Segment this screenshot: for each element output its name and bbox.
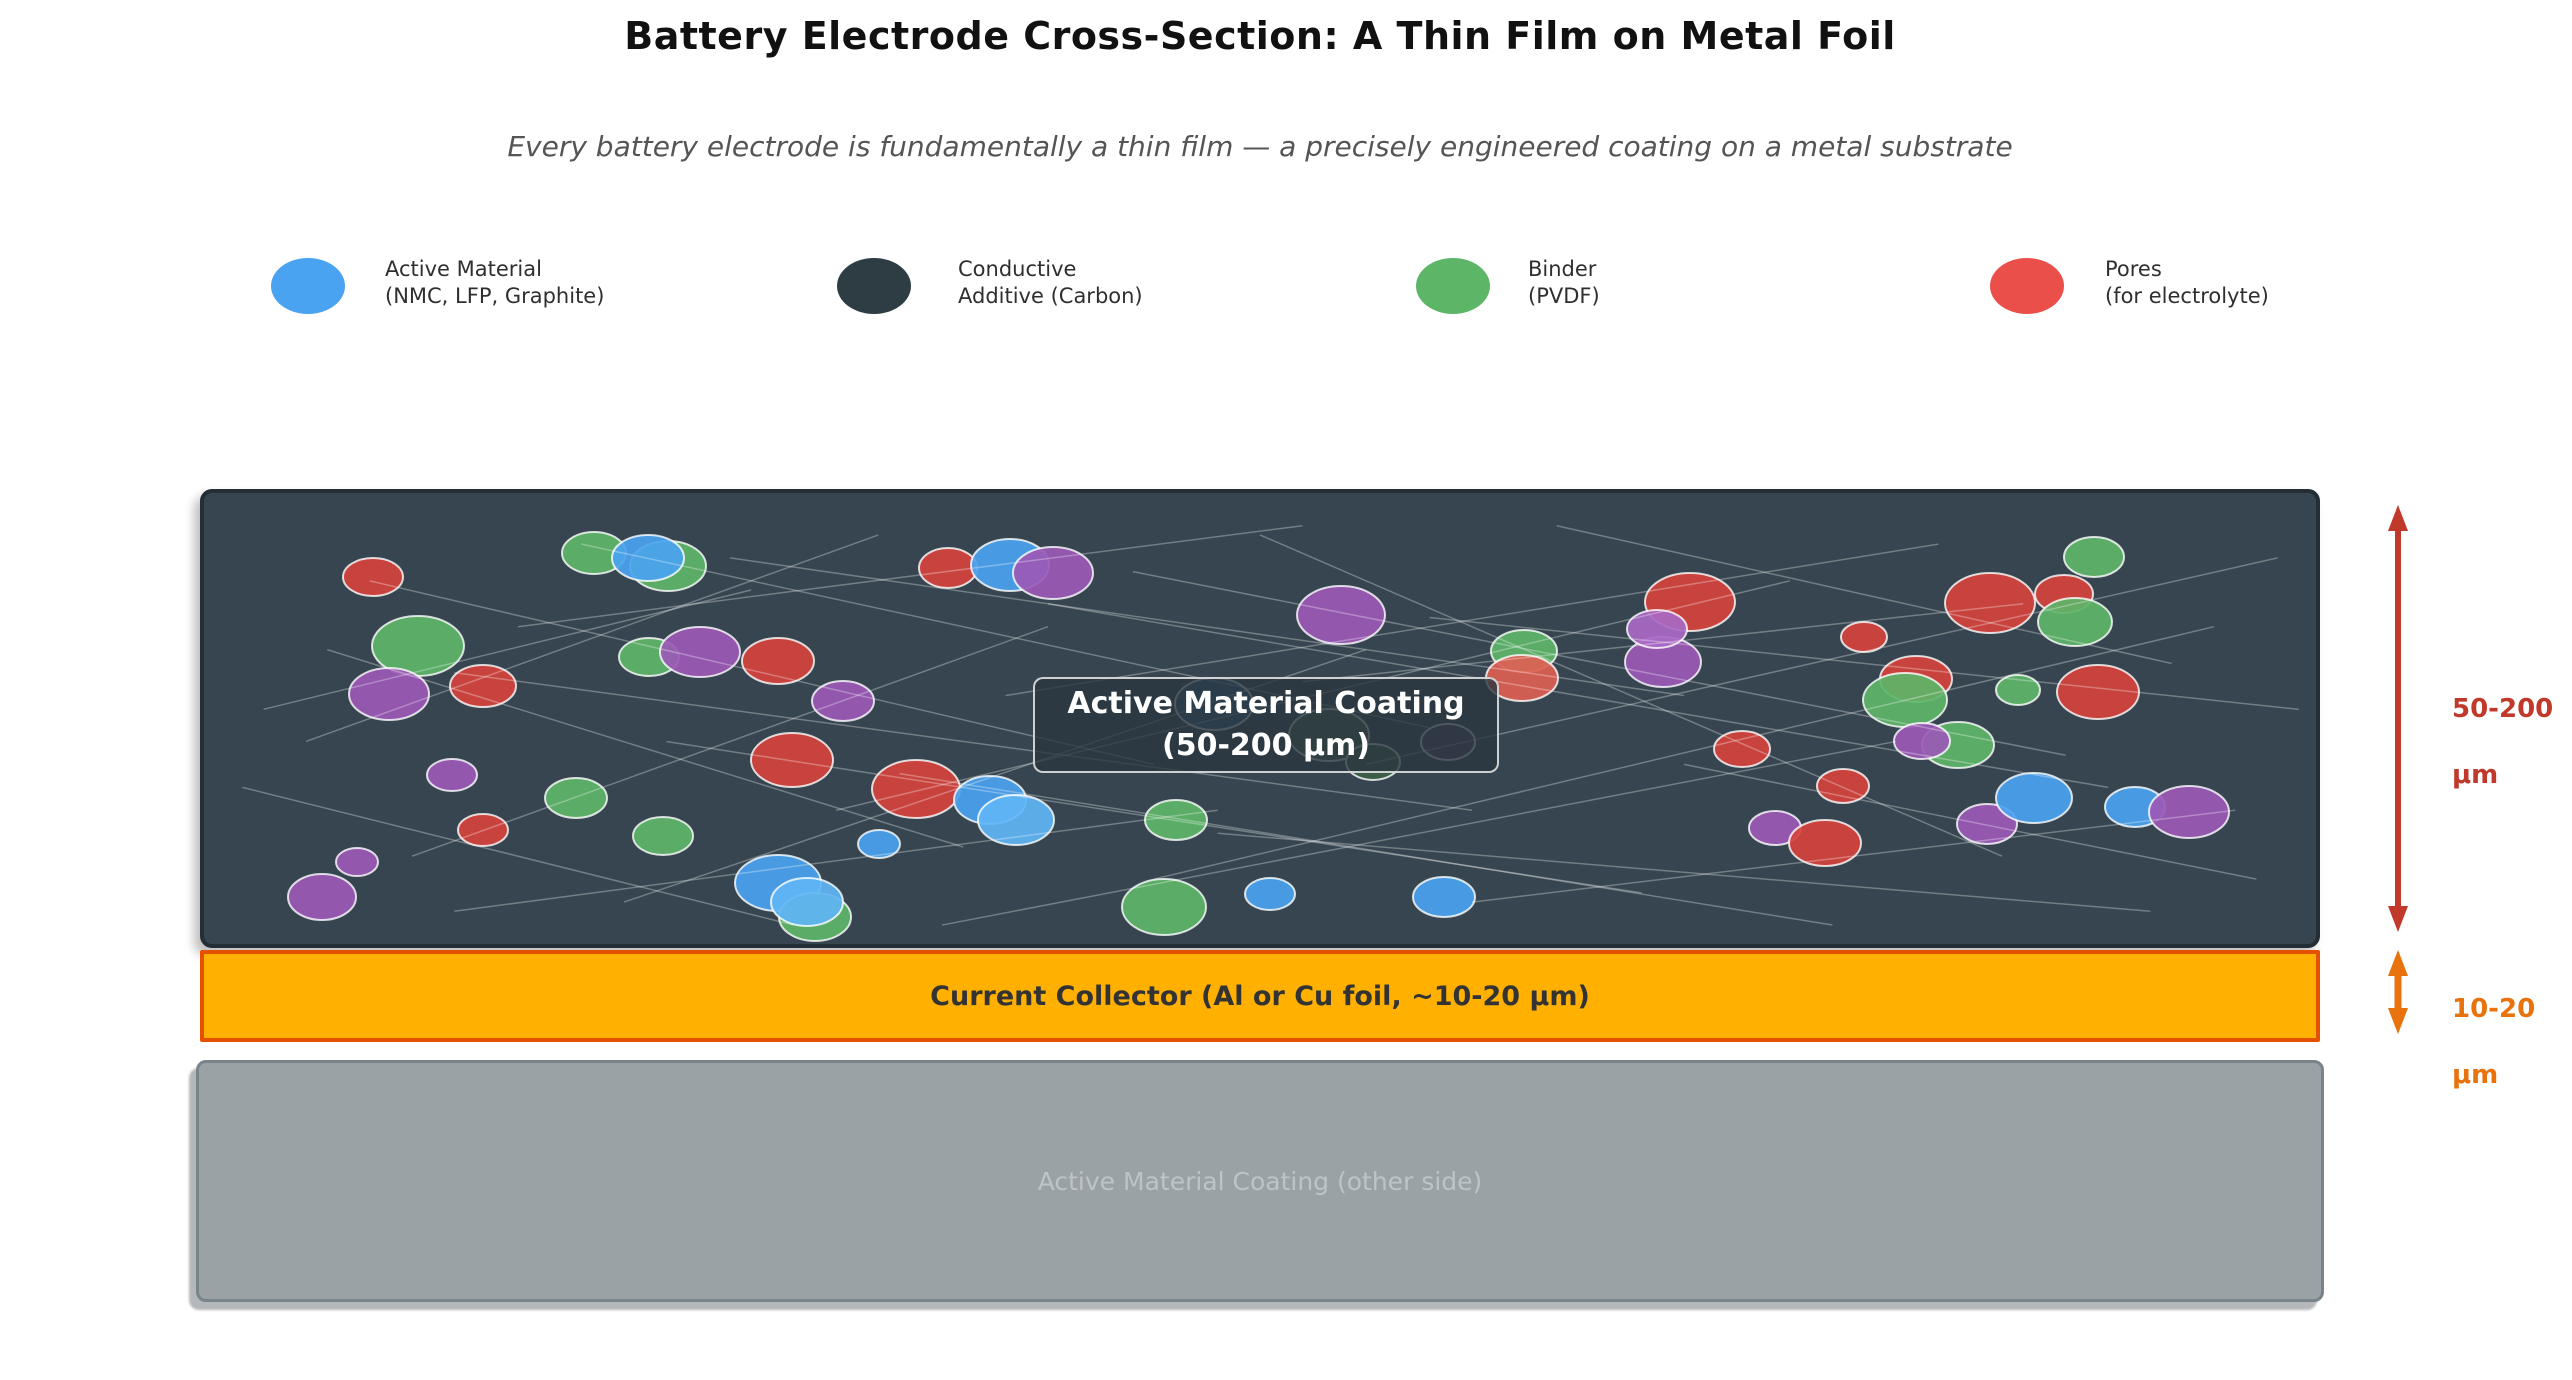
coating-label-box: Active Material Coating (50-200 μm) xyxy=(1033,677,1499,773)
particle-red xyxy=(1840,621,1888,653)
conductive-network-line xyxy=(1259,534,2003,857)
conductive-network-line xyxy=(899,772,1833,926)
conductive-network-line xyxy=(454,809,1218,913)
particle-green xyxy=(544,777,608,819)
thickness-unit: μm xyxy=(2452,760,2499,790)
dimension-arrowhead xyxy=(2388,906,2408,932)
conductive-network-line xyxy=(1302,603,2024,683)
particle-purple xyxy=(1012,546,1094,600)
conductive-network-line xyxy=(1365,557,2278,766)
particle-purple xyxy=(1956,803,2018,845)
conductive-network-line xyxy=(454,671,1473,812)
conductive-network-line xyxy=(1556,524,2172,665)
particle-blue xyxy=(857,829,901,859)
particle-red xyxy=(342,557,404,597)
legend-label: Conductive xyxy=(958,257,1077,281)
current-collector-label: Current Collector (Al or Cu foil, ~10-20… xyxy=(930,980,1590,1012)
conductive-network-line xyxy=(411,625,1049,857)
conductive-network-line xyxy=(666,740,1642,894)
particle-red xyxy=(871,759,961,819)
particle-blue2 xyxy=(977,794,1055,846)
particle-green xyxy=(1121,878,1207,936)
conductive-network-line xyxy=(242,786,794,926)
conductive-network-line xyxy=(1683,763,2257,880)
particle-purple xyxy=(1296,585,1386,645)
coating-thickness-label: 50-200 μm xyxy=(2452,660,2553,825)
particle-purple xyxy=(426,758,478,792)
particle-red xyxy=(1816,768,1870,804)
particle-purple xyxy=(811,680,875,722)
particle-purple xyxy=(659,626,741,678)
legend-label: Additive (Carbon) xyxy=(958,284,1143,308)
particle-purple2 xyxy=(1626,609,1688,649)
particle-red xyxy=(2056,664,2140,720)
legend-label: Pores xyxy=(2105,257,2162,281)
particle-blue xyxy=(1995,772,2073,824)
particle-purple xyxy=(335,847,379,877)
particle-blue2 xyxy=(770,877,844,927)
particle-red xyxy=(1713,730,1771,768)
coating-label-line2: (50-200 μm) xyxy=(1161,728,1371,763)
conductive-network-line xyxy=(369,580,1155,766)
particle-red xyxy=(1944,572,2036,634)
conductive-network-line xyxy=(1217,832,2151,913)
pores-swatch-icon xyxy=(1990,258,2064,314)
particle-red xyxy=(457,813,509,847)
conductive-additive-swatch-icon xyxy=(837,258,911,314)
coating-label-line1: Active Material Coating xyxy=(1067,686,1465,721)
binder-swatch-icon xyxy=(1416,258,1490,314)
particle-purple xyxy=(348,667,430,721)
legend-label: Binder xyxy=(1528,257,1597,281)
conductive-network-line xyxy=(1429,616,2299,711)
particle-blue xyxy=(1244,877,1296,911)
conductive-network-line xyxy=(517,524,1303,628)
dimension-arrows xyxy=(2388,505,2408,1034)
legend-label: (NMC, LFP, Graphite) xyxy=(385,284,605,308)
thickness-range: 50-200 xyxy=(2452,694,2554,724)
page-subtitle: Every battery electrode is fundamentally… xyxy=(507,130,2013,163)
particle-purple xyxy=(2148,785,2230,839)
particle-green xyxy=(1144,799,1208,841)
particle-green xyxy=(2063,536,2125,578)
particle-red xyxy=(750,732,834,788)
particle-blue xyxy=(1412,876,1476,918)
dimension-arrowhead xyxy=(2388,505,2408,531)
particle-red xyxy=(1788,819,1862,867)
particle-green xyxy=(632,816,694,856)
conductive-network-line xyxy=(1047,603,2109,789)
thickness-unit: μm xyxy=(2452,1060,2499,1090)
particle-blue xyxy=(611,534,685,582)
conductive-network-line xyxy=(941,740,1897,926)
conductive-network-line xyxy=(1132,570,2066,756)
page-title: Battery Electrode Cross-Section: A Thin … xyxy=(624,14,1896,58)
conductive-network-line xyxy=(1005,543,1939,697)
legend-label: (PVDF) xyxy=(1528,284,1600,308)
legend-label: (for electrolyte) xyxy=(2105,284,2269,308)
particle-green xyxy=(1995,674,2041,706)
collector-thickness-label: 10-20 μm xyxy=(2452,960,2535,1125)
particle-purple xyxy=(1893,722,1951,760)
active-material-swatch-icon xyxy=(271,258,345,314)
conductive-network-line xyxy=(326,648,964,848)
other-side-coating-layer: Active Material Coating (other side) xyxy=(196,1060,2324,1302)
particle-green xyxy=(371,615,465,677)
legend-label: Active Material xyxy=(385,257,542,281)
conductive-network-line xyxy=(305,534,879,743)
other-side-coating-label: Active Material Coating (other side) xyxy=(1037,1166,1483,1196)
dimension-arrowhead xyxy=(2388,950,2408,976)
particle-red xyxy=(741,637,815,685)
thickness-range: 10-20 xyxy=(2452,994,2536,1024)
conductive-network-line xyxy=(1471,809,2236,903)
current-collector-layer: Current Collector (Al or Cu foil, ~10-20… xyxy=(200,950,2320,1042)
conductive-network-line xyxy=(729,557,1685,697)
particle-green xyxy=(2037,597,2113,647)
conductive-network-line xyxy=(1153,625,2215,880)
particle-red xyxy=(449,664,517,708)
conductive-network-line xyxy=(263,589,752,711)
particle-purple xyxy=(287,873,357,921)
dimension-arrowhead xyxy=(2388,1008,2408,1034)
